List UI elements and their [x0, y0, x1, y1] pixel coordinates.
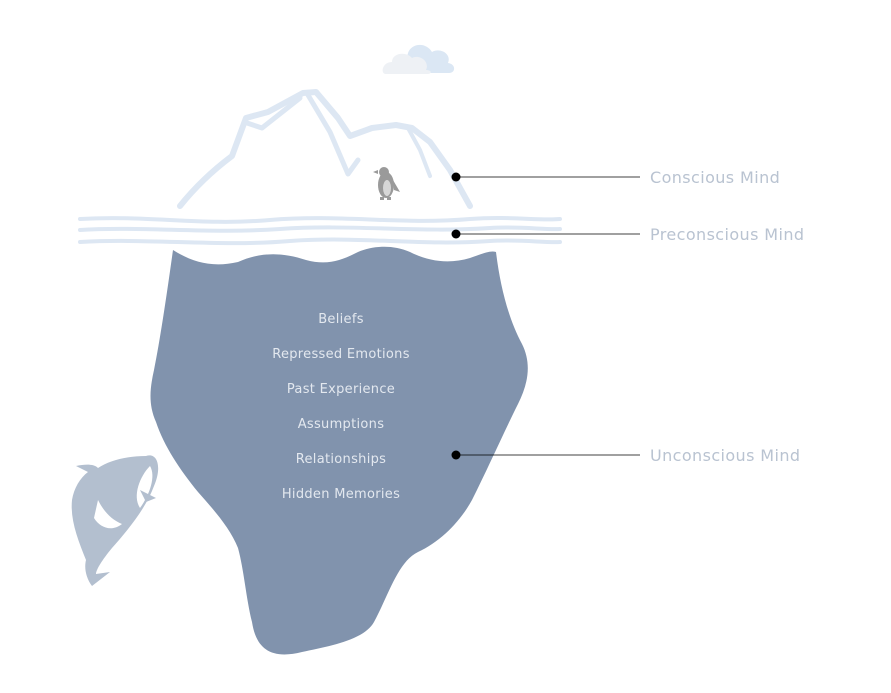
leader-unconscious	[451, 450, 640, 460]
iceberg-item-relationships: Relationships	[296, 452, 386, 467]
label-conscious-mind: Conscious Mind	[650, 168, 780, 187]
leader-conscious	[451, 172, 640, 182]
iceberg-item-hidden-memories: Hidden Memories	[282, 487, 400, 502]
iceberg-tip	[177, 89, 473, 209]
water-line	[78, 216, 562, 246]
orca-icon	[71, 455, 159, 586]
cloud-icon	[382, 44, 455, 74]
iceberg-item-assumptions: Assumptions	[298, 417, 385, 432]
iceberg-underwater	[150, 246, 528, 655]
penguin-icon	[373, 167, 400, 200]
label-unconscious-mind: Unconscious Mind	[650, 446, 800, 465]
iceberg-item-repressed-emotions: Repressed Emotions	[272, 347, 410, 362]
label-preconscious-mind: Preconscious Mind	[650, 225, 804, 244]
iceberg-item-beliefs: Beliefs	[318, 312, 364, 327]
iceberg-item-past-experience: Past Experience	[287, 382, 395, 397]
leader-preconscious	[451, 229, 640, 239]
